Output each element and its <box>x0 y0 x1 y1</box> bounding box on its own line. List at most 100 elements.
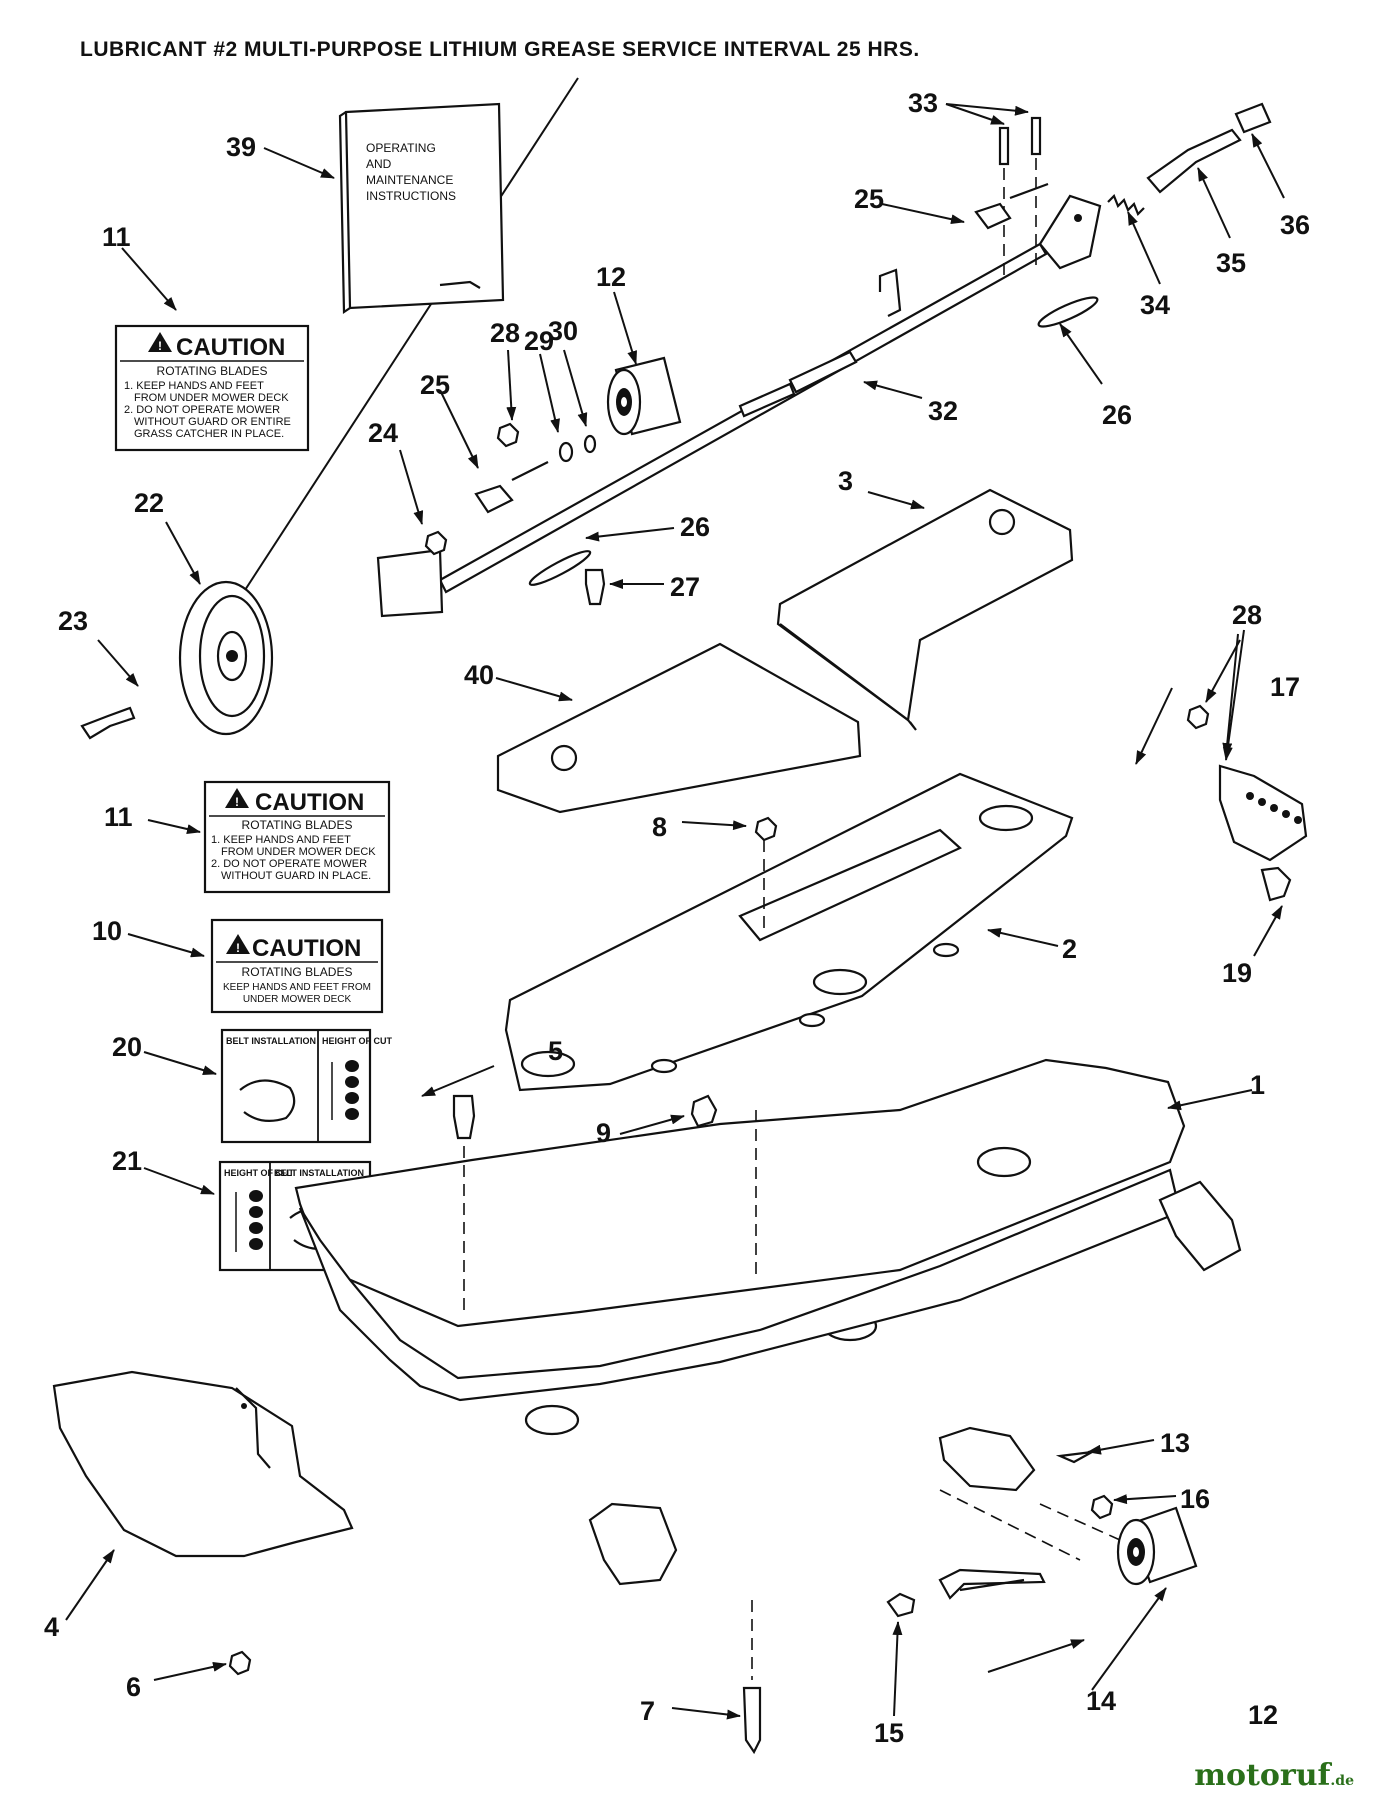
operating-manual[interactable]: OPERATING AND MAINTENANCE INSTRUCTIONS <box>338 102 505 315</box>
callout-8[interactable]: 8 <box>652 812 667 842</box>
callout-13[interactable]: 13 <box>1160 1428 1190 1458</box>
callout-28-left[interactable]: 28 <box>490 318 520 348</box>
callout-29[interactable]: 29 <box>524 326 554 356</box>
bolt-part-15[interactable] <box>886 1592 916 1618</box>
callout-10[interactable]: 10 <box>92 916 122 946</box>
caution-decal-10[interactable]: ! CAUTION ROTATING BLADES KEEP HANDS AND… <box>210 918 384 1014</box>
svg-text:!: ! <box>158 339 162 353</box>
manual-line-4: INSTRUCTIONS <box>366 189 456 203</box>
roller-part-12-bottom[interactable] <box>1116 1506 1198 1586</box>
roller-part-12-top[interactable] <box>606 356 682 436</box>
shield-part-3[interactable] <box>776 488 1074 731</box>
clip-part-25-top[interactable] <box>974 182 1049 230</box>
nut-part-16[interactable] <box>1090 1494 1114 1520</box>
nut-part-24[interactable] <box>424 530 448 556</box>
axle-part-14[interactable] <box>938 1568 1046 1600</box>
frame-part-2[interactable] <box>504 772 1074 1092</box>
watermark-suffix: .de <box>1330 1773 1354 1789</box>
callout-25-top[interactable]: 25 <box>854 184 884 214</box>
callout-23[interactable]: 23 <box>58 606 88 636</box>
callout-32[interactable]: 32 <box>928 396 958 426</box>
spring-part-34[interactable] <box>1107 194 1145 216</box>
lever-handle-35[interactable] <box>1146 128 1242 194</box>
bolt-part-23[interactable] <box>80 706 136 740</box>
bolt-part-27[interactable] <box>584 568 606 606</box>
callout-26-left[interactable]: 26 <box>680 512 710 542</box>
callout-34[interactable]: 34 <box>1140 290 1170 320</box>
manual-line-3: MAINTENANCE <box>366 173 453 187</box>
bolt-part-7[interactable] <box>742 1686 762 1755</box>
callout-17[interactable]: 17 <box>1270 672 1300 702</box>
decal-10-title: CAUTION <box>252 935 361 962</box>
decal-10-line-1: KEEP HANDS AND FEET FROM <box>223 982 371 993</box>
callout-7[interactable]: 7 <box>640 1696 655 1726</box>
callout-12-top[interactable]: 12 <box>596 262 626 292</box>
nut-part-8[interactable] <box>754 816 778 842</box>
callout-9[interactable]: 9 <box>596 1118 611 1148</box>
decal-10-subtitle: ROTATING BLADES <box>242 965 353 979</box>
belt-height-decal-20[interactable]: BELT INSTALLATION HEIGHT OF CUT <box>220 1028 392 1144</box>
callout-36[interactable]: 36 <box>1280 210 1310 240</box>
callout-11-top[interactable]: 11 <box>102 222 131 252</box>
callout-22[interactable]: 22 <box>134 488 164 518</box>
callout-14[interactable]: 14 <box>1086 1686 1116 1716</box>
decal-11-middle-line-3: 2. DO NOT OPERATE MOWER <box>211 858 367 870</box>
guard-part-4[interactable] <box>52 1370 354 1558</box>
callout-1[interactable]: 1 <box>1250 1070 1265 1100</box>
bolt-part-19[interactable] <box>1260 866 1292 902</box>
caution-decal-11-middle[interactable]: ! CAUTION ROTATING BLADES 1. KEEP HANDS … <box>203 780 391 894</box>
washer-part-26-top[interactable] <box>1036 293 1100 332</box>
callout-20[interactable]: 20 <box>112 1032 142 1062</box>
callout-3[interactable]: 3 <box>838 466 853 496</box>
decal-10-line-2: UNDER MOWER DECK <box>243 994 352 1005</box>
callout-27[interactable]: 27 <box>670 572 700 602</box>
pin-part-13[interactable] <box>1055 1450 1093 1464</box>
callout-40[interactable]: 40 <box>464 660 494 690</box>
bracket-part-13-mount[interactable] <box>938 1426 1036 1492</box>
bracket-part-17[interactable] <box>1218 764 1308 862</box>
decal-11-top-line-4: WITHOUT GUARD OR ENTIRE <box>134 416 291 428</box>
nut-part-6[interactable] <box>228 1650 252 1676</box>
callout-4[interactable]: 4 <box>44 1612 59 1642</box>
callout-19[interactable]: 19 <box>1222 958 1252 988</box>
callout-30[interactable]: 30 <box>548 316 578 346</box>
callout-26-right[interactable]: 26 <box>1102 400 1132 430</box>
callout-12-bottom[interactable]: 12 <box>1248 1700 1278 1730</box>
watermark: motoruf.de <box>1194 1758 1354 1793</box>
callout-28-right[interactable]: 28 <box>1232 600 1262 630</box>
decal-20-right-label: HEIGHT OF CUT <box>322 1036 392 1046</box>
bolt-part-9[interactable] <box>690 1094 718 1128</box>
decal-11-middle-subtitle: ROTATING BLADES <box>242 818 353 832</box>
decal-11-top-title: CAUTION <box>176 334 285 361</box>
bracket-handle-mount[interactable] <box>1038 194 1102 270</box>
lift-bar-assembly[interactable] <box>376 242 1048 618</box>
callout-11-middle[interactable]: 11 <box>104 802 133 832</box>
callout-2[interactable]: 2 <box>1062 934 1077 964</box>
callout-15[interactable]: 15 <box>874 1718 904 1748</box>
mower-deck-part-1[interactable] <box>294 1058 1242 1586</box>
clip-part-25[interactable] <box>474 461 549 514</box>
watermark-main: motoruf <box>1194 1758 1331 1793</box>
bolt-part-5[interactable] <box>452 1094 476 1140</box>
decal-21-right-label: BELT INSTALLATION <box>274 1168 364 1178</box>
callout-25-left[interactable]: 25 <box>420 370 450 400</box>
nut-washer-stack[interactable] <box>496 422 597 463</box>
callout-21[interactable]: 21 <box>112 1146 142 1176</box>
wheel-part-22[interactable] <box>178 580 274 736</box>
callout-16[interactable]: 16 <box>1180 1484 1210 1514</box>
decal-11-top-line-5: GRASS CATCHER IN PLACE. <box>134 428 284 440</box>
callout-33[interactable]: 33 <box>908 88 938 118</box>
decal-11-middle-line-2: FROM UNDER MOWER DECK <box>221 846 376 858</box>
callout-39[interactable]: 39 <box>226 132 256 162</box>
callout-5[interactable]: 5 <box>548 1036 563 1066</box>
callout-24[interactable]: 24 <box>368 418 398 448</box>
pins-part-33[interactable] <box>998 116 1042 280</box>
callout-35[interactable]: 35 <box>1216 248 1246 278</box>
svg-text:!: ! <box>236 941 240 955</box>
caution-decal-11-top[interactable]: ! CAUTION ROTATING BLADES 1. KEEP HANDS … <box>114 324 310 452</box>
grip-part-36[interactable] <box>1234 102 1272 134</box>
shield-part-40[interactable] <box>496 642 862 814</box>
nut-part-28-right[interactable] <box>1186 704 1210 730</box>
callout-6[interactable]: 6 <box>126 1672 141 1702</box>
washer-part-26[interactable] <box>527 547 593 590</box>
